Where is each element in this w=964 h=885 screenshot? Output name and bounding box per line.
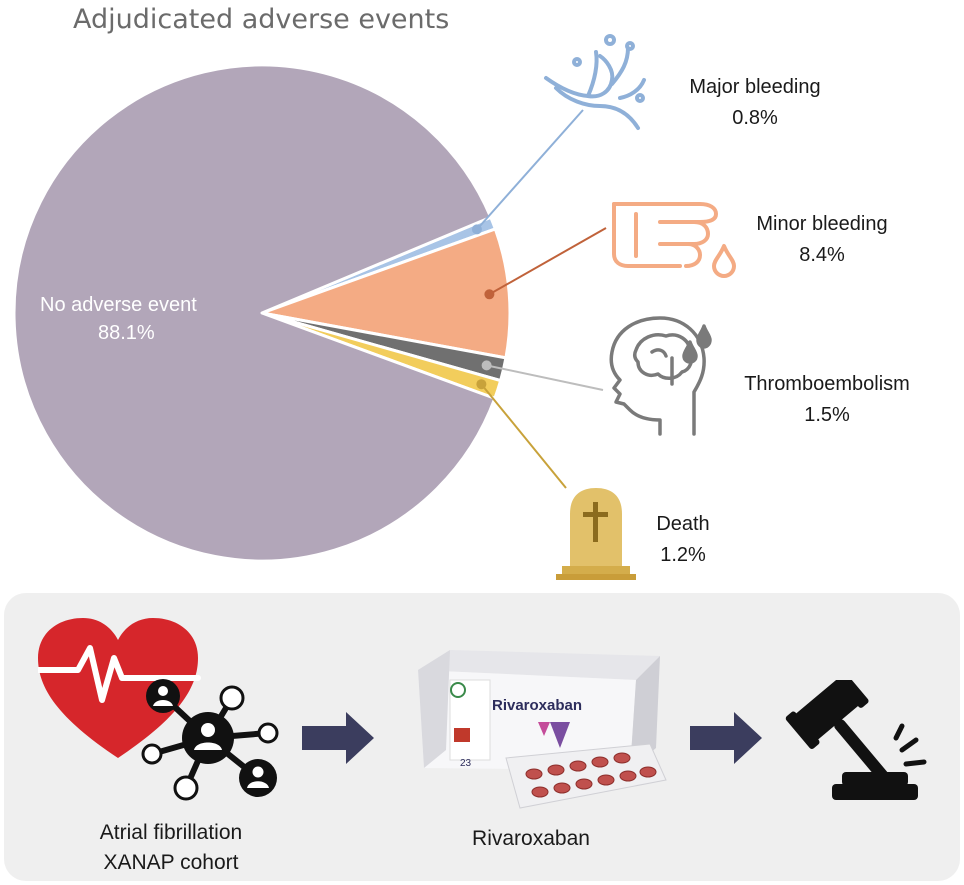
leader-line-thromboembolism <box>486 364 604 391</box>
pie-slice-no-adverse-event <box>12 63 497 563</box>
pill-pack-icon: Rivaroxaban 23 <box>418 650 667 809</box>
head-brain-icon <box>609 316 712 436</box>
leader-dot-death <box>476 379 487 390</box>
slice-label-minor-bleeding: Minor bleeding <box>756 213 887 235</box>
pack-number-text: 23 <box>460 758 472 769</box>
pie-chart: Adjudicated adverse events No adverse ev… <box>12 4 910 580</box>
leader-dot-thromboembolism <box>481 360 492 371</box>
leader-line-death <box>480 383 567 489</box>
slice-label-thromboembolism: Thromboembolism <box>744 373 910 395</box>
heart-network-icon <box>38 618 279 801</box>
slice-value-major-bleeding: 0.8% <box>732 107 778 129</box>
leader-dot-minor-bleeding <box>484 289 495 300</box>
slice-value-thromboembolism: 1.5% <box>804 404 850 426</box>
pie-slice-minor-bleeding <box>260 227 512 360</box>
tombstone-icon <box>556 488 636 580</box>
leader-dot-major-bleeding <box>471 224 482 235</box>
arrow-right-icon <box>302 712 374 764</box>
leader-line-minor-bleeding <box>488 227 607 296</box>
arrow-right-icon <box>690 712 762 764</box>
gavel-icon <box>785 680 927 800</box>
leader-line-major-bleeding <box>476 109 584 231</box>
slice-label-major-bleeding: Major bleeding <box>689 76 820 98</box>
chart-title: Adjudicated adverse events <box>73 4 449 35</box>
caption-af-line1: Atrial fibrillation <box>99 821 243 844</box>
caption-af-line2: XANAP cohort <box>103 851 239 874</box>
leader-lines <box>471 109 607 489</box>
slice-value-death: 1.2% <box>660 544 706 566</box>
blood-splash-icon <box>544 34 646 130</box>
caption-af-cohort: Atrial fibrillation XANAP cohort <box>66 818 276 878</box>
pie-slices <box>12 63 512 563</box>
slice-label-death: Death <box>656 513 709 535</box>
caption-rivaroxaban-line1: Rivaroxaban <box>472 827 590 850</box>
caption-rivaroxaban: Rivaroxaban <box>446 824 616 854</box>
slice-value-no-adverse-event: 88.1% <box>98 322 155 344</box>
finger-blood-drop-icon <box>612 202 736 278</box>
slice-value-minor-bleeding: 8.4% <box>799 244 845 266</box>
slice-label-no-adverse-event: No adverse event <box>40 294 197 316</box>
pack-brand-text: Rivaroxaban <box>492 697 582 714</box>
